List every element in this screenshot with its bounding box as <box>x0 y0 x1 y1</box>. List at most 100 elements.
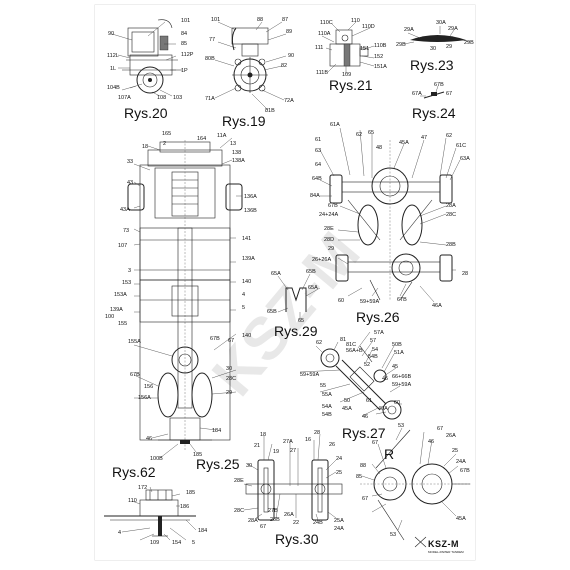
callout: 62 <box>316 340 322 346</box>
callout: 81B <box>265 108 275 114</box>
callout: 110 <box>351 18 360 24</box>
callout: 43A <box>120 207 130 213</box>
callout: 184 <box>212 428 221 434</box>
callout: 56A+B <box>346 348 363 354</box>
callout: 139A <box>110 307 123 313</box>
callout: 48 <box>376 145 382 151</box>
callout: 18 <box>142 144 148 150</box>
figure-label-rys29: Rys.29 <box>274 323 318 339</box>
callout: 13 <box>230 141 236 147</box>
logo-text: KSZ-M <box>428 539 459 549</box>
figure-label-rys24: Rys.24 <box>412 105 456 121</box>
callout: 57 <box>370 338 376 344</box>
rys23-callouts: 29A 30A 29A 29B 29B 30 29 Rys.23 <box>396 20 474 73</box>
callout: 110D <box>362 24 375 30</box>
callout: 90 <box>108 31 114 37</box>
callout: 84 <box>181 31 187 37</box>
callout: 27A <box>283 439 293 445</box>
callout: 28C <box>226 376 236 382</box>
ksz-m-logo: KSZ-M MODEL-PAPIER TANDEM <box>414 536 464 554</box>
callout: 43 <box>127 180 133 186</box>
callout: 61 <box>315 137 321 143</box>
callout: 1P <box>181 68 188 74</box>
callout: 85 <box>181 41 187 47</box>
callout: 5 <box>242 305 245 311</box>
callout: 24A <box>456 459 466 465</box>
callout: 30 <box>226 366 232 372</box>
callout: 67B <box>397 297 407 303</box>
callout: 67B <box>434 82 444 88</box>
callout: 156 <box>144 384 153 390</box>
rys26-assembly <box>319 127 461 303</box>
callout: 62 <box>446 133 452 139</box>
callout: 84A <box>310 193 320 199</box>
callout: 28C <box>234 508 244 514</box>
callout: 110B <box>374 43 387 49</box>
callout: 47 <box>421 135 427 141</box>
callout: 45A <box>456 516 466 522</box>
callout: 61C <box>456 143 466 149</box>
callout: 72A <box>284 98 294 104</box>
callout: 67B <box>210 336 220 342</box>
callout: 1L <box>110 66 116 72</box>
rys24-part <box>420 85 445 99</box>
rys19-callouts: 101 88 87 89 77 90 80B 82 71A 81B 72A Ry… <box>205 17 294 129</box>
callout: 65B <box>306 269 316 275</box>
callout: 154 <box>172 540 181 546</box>
callout: 172 <box>138 485 147 491</box>
callout: 100B <box>150 456 163 462</box>
callout: 27 <box>290 448 296 454</box>
callout: 112P <box>181 52 194 58</box>
callout: 45 <box>382 376 388 382</box>
callout: 46A <box>432 303 442 309</box>
callout: 186 <box>180 504 189 510</box>
callout: 151 <box>360 46 369 52</box>
callout: 16 <box>305 437 311 443</box>
rys23-part <box>403 26 471 45</box>
callout: 45 <box>392 364 398 370</box>
callout: 63A <box>460 156 470 162</box>
callout: 67A <box>412 91 422 97</box>
callout: 138A <box>232 158 245 164</box>
callout: 103 <box>173 95 182 101</box>
callout: 60 <box>338 298 344 304</box>
figure-label-rys20: Rys.20 <box>124 105 168 121</box>
callout: 25 <box>336 470 342 476</box>
callout: 45A <box>342 406 352 412</box>
callout: 29A <box>404 27 414 33</box>
callout: 104B <box>107 85 120 91</box>
callout: 156A <box>138 395 151 401</box>
callout: 5 <box>192 540 195 546</box>
callout: 153A <box>114 292 127 298</box>
callout: 59+59A <box>300 372 319 378</box>
callout: 30 <box>246 463 252 469</box>
callout: 46 <box>146 436 152 442</box>
rys27-callouts: 57A 57 81 81C 56A+B 54 54B 50B 51A 52 45… <box>300 330 411 441</box>
rys20-assembly <box>111 19 182 97</box>
rys30-callouts: 18 21 27A 28 16 26 19 27 30 28E 24 25 28… <box>234 430 344 547</box>
callout: 67 <box>228 338 234 344</box>
callout: 164 <box>197 136 206 142</box>
callout: 60 <box>394 400 400 406</box>
callout: 155A <box>128 339 141 345</box>
figure-label-rys23: Rys.23 <box>410 57 454 73</box>
callout: 87 <box>282 17 288 23</box>
callout: 26+26A <box>312 257 331 263</box>
callout: 107 <box>118 243 127 249</box>
callout: 54B <box>368 354 378 360</box>
callout: 136A <box>244 194 257 200</box>
callout: 88 <box>257 17 263 23</box>
callout: 90 <box>288 53 294 59</box>
callout: 62 <box>356 132 362 138</box>
callout: 65 <box>368 130 374 136</box>
callout: 111B <box>316 70 328 76</box>
figure-label-rys30: Rys.30 <box>275 531 319 547</box>
callout: 89 <box>286 29 292 35</box>
callout: 67B <box>328 203 338 209</box>
callout: 66+66B <box>392 374 411 380</box>
rys26-callouts: 61A 62 65 45A 47 62 61 61C 63 63A 64 64B… <box>310 122 470 325</box>
callout: 67 <box>372 440 378 446</box>
callout: 165 <box>162 131 171 137</box>
